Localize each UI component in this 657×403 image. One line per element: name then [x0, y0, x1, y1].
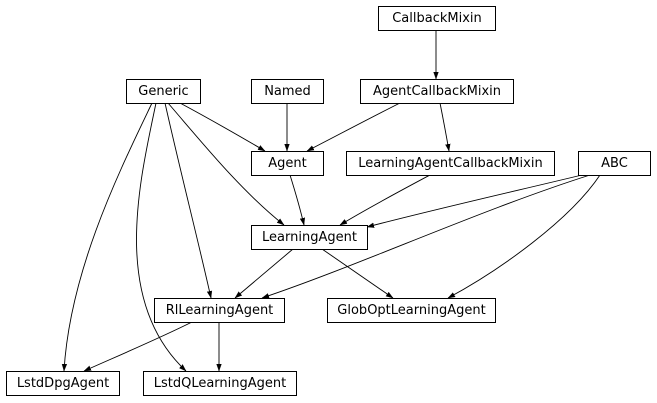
- node-label: Generic: [138, 84, 188, 99]
- node-box: [6, 371, 120, 396]
- node-learning-agent-callback-mixin: LearningAgentCallbackMixin: [346, 151, 555, 176]
- node-named: Named: [251, 79, 324, 104]
- node-agent: Agent: [251, 151, 324, 176]
- edge-rl-learning-agent-to-lstd-dpg-agent: [84, 321, 193, 372]
- node-label: AgentCallbackMixin: [373, 84, 501, 99]
- node-agent-callback-mixin: AgentCallbackMixin: [360, 79, 514, 104]
- edge-abc-to-learning-agent: [367, 174, 583, 227]
- node-box: [251, 225, 368, 250]
- edge-generic-to-agent: [179, 102, 265, 152]
- node-rl-learning-agent: RlLearningAgent: [154, 298, 285, 323]
- node-box: [126, 79, 201, 104]
- node-glob-opt-learning-agent: GlobOptLearningAgent: [327, 298, 496, 323]
- edge-abc-to-glob-opt-learning-agent: [448, 174, 601, 299]
- edge-learning-agent-to-rl-learning-agent: [235, 248, 294, 298]
- node-label: Named: [264, 84, 311, 99]
- node-lstd-dpg-agent: LstdDpgAgent: [6, 371, 120, 396]
- node-label: CallbackMixin: [392, 11, 482, 26]
- node-label: LearningAgentCallbackMixin: [358, 156, 542, 171]
- node-box: [154, 298, 285, 323]
- edge-generic-to-lstd-q-learning-agent: [136, 102, 187, 371]
- node-abc: ABC: [578, 151, 651, 176]
- edge-learning-agent-callback-mixin-to-learning-agent: [340, 174, 431, 226]
- node-box: [360, 79, 514, 104]
- edge-generic-to-lstd-dpg-agent: [64, 102, 153, 371]
- node-label: LearningAgent: [262, 230, 357, 245]
- node-label: LstdDpgAgent: [17, 376, 109, 391]
- edge-abc-to-rl-learning-agent: [262, 174, 591, 299]
- node-box: [143, 371, 297, 396]
- node-label: Agent: [268, 156, 306, 171]
- node-label: GlobOptLearningAgent: [337, 303, 485, 318]
- node-box: [251, 79, 324, 104]
- edge-generic-to-rl-learning-agent: [164, 102, 211, 298]
- edge-agent-callback-mixin-to-learning-agent-callback-mixin: [439, 102, 449, 151]
- edge-agent-callback-mixin-to-agent: [307, 102, 401, 152]
- edge-generic-to-learning-agent: [167, 102, 284, 226]
- node-label: ABC: [601, 156, 628, 171]
- edge-learning-agent-to-glob-opt-learning-agent: [321, 248, 393, 299]
- node-box: [578, 151, 651, 176]
- node-box: [327, 298, 496, 323]
- node-box: [378, 6, 496, 31]
- node-box: [251, 151, 324, 176]
- node-generic: Generic: [126, 79, 201, 104]
- node-learning-agent: LearningAgent: [251, 225, 368, 250]
- node-lstd-q-learning-agent: LstdQLearningAgent: [143, 371, 297, 396]
- node-callback-mixin: CallbackMixin: [378, 6, 496, 31]
- edge-agent-to-learning-agent: [289, 174, 304, 225]
- edges-layer: [64, 30, 601, 372]
- node-box: [346, 151, 555, 176]
- node-label: RlLearningAgent: [166, 303, 274, 318]
- node-label: LstdQLearningAgent: [154, 376, 287, 391]
